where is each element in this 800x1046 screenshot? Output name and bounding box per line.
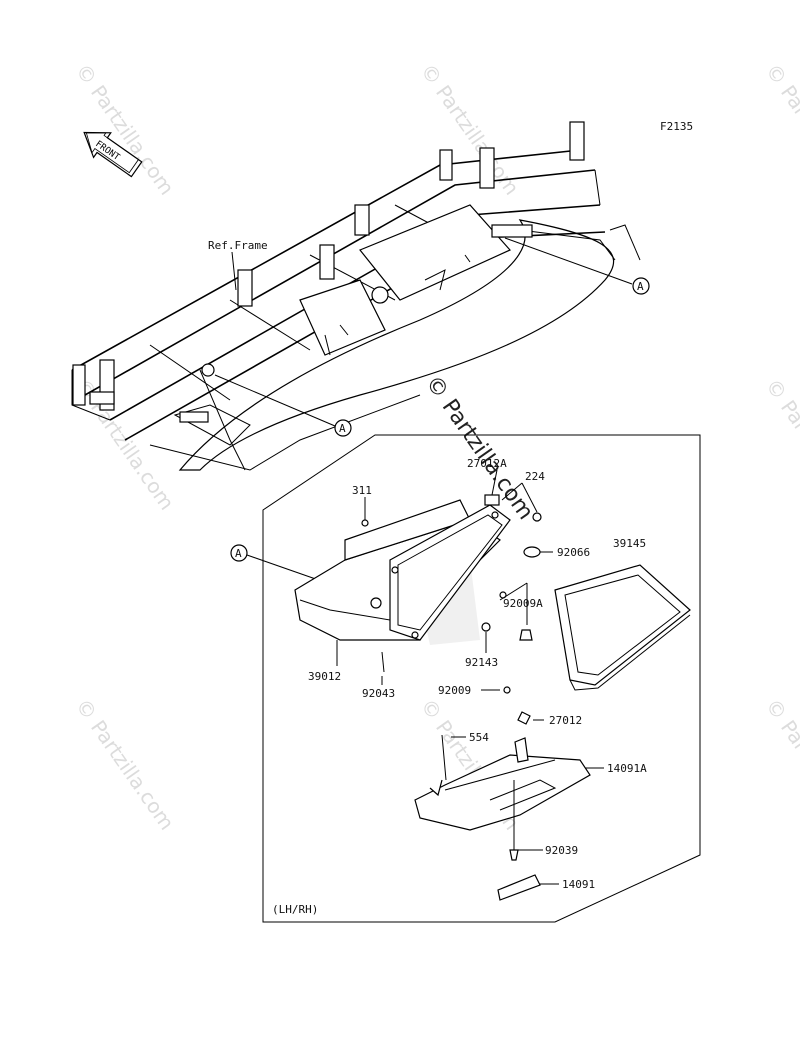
part-number-labels: 27012A 224 311 92066 39145 92009A 92143 … <box>308 457 647 891</box>
reference-marker-a <box>334 419 352 437</box>
washer-drawing <box>481 622 491 632</box>
hinge-drawing <box>484 494 500 506</box>
part-label-39012: 39012 <box>308 670 341 683</box>
part-label-92009a: 92009A <box>503 597 543 610</box>
reference-marker-label: A <box>235 547 242 560</box>
watermark: © Partzilla.com <box>71 59 179 199</box>
part-label-92143: 92143 <box>465 656 498 669</box>
nut-drawing <box>361 519 369 527</box>
ref-frame-label: Ref.Frame <box>208 239 268 252</box>
part-label-311: 311 <box>352 484 372 497</box>
part-label-39145: 39145 <box>613 537 646 550</box>
cap-drawing <box>523 546 541 558</box>
watermark: © Partzilla.com <box>761 59 800 199</box>
watermark: © Partzilla.com <box>416 59 524 199</box>
background-watermarks: © Partzilla.com © Partzilla.com © Partzi… <box>71 59 800 834</box>
handle-drawing <box>497 874 541 901</box>
lid-drawing <box>554 564 691 691</box>
storage-box-drawing <box>294 499 511 645</box>
watermark: © Partzilla.com <box>71 374 179 514</box>
variant-label: (LH/RH) <box>272 903 318 916</box>
part-label-14091: 14091 <box>562 878 595 891</box>
exploded-view-frame <box>262 434 701 923</box>
reference-marker-a <box>230 544 248 562</box>
part-label-27012: 27012 <box>549 714 582 727</box>
reference-marker-label: A <box>637 280 644 293</box>
screw-drawing <box>503 686 511 694</box>
front-arrow-icon: FRONT <box>83 131 143 178</box>
screw-drawing <box>532 512 542 522</box>
diagram-code: F2135 <box>660 120 693 133</box>
rivet-drawing <box>381 651 385 673</box>
bolt-drawing <box>519 629 533 641</box>
watermark: © Partzilla.com <box>71 694 179 834</box>
leader-lines <box>336 469 604 885</box>
part-label-92009: 92009 <box>438 684 471 697</box>
latch-drawing <box>414 711 591 831</box>
part-label-554: 554 <box>469 731 489 744</box>
part-label-92066: 92066 <box>557 546 590 559</box>
reference-marker-label: A <box>339 422 346 435</box>
watermark-main: © Partzilla.com <box>420 371 538 524</box>
frame-drawing <box>71 121 641 471</box>
part-label-92039: 92039 <box>545 844 578 857</box>
part-label-14091a: 14091A <box>607 762 647 775</box>
reference-marker-a <box>632 277 650 295</box>
part-label-27012a: 27012A <box>467 457 507 470</box>
part-label-92043: 92043 <box>362 687 395 700</box>
part-label-224: 224 <box>525 470 545 483</box>
watermark: © Partzilla.com <box>761 694 800 834</box>
watermark: © Partzilla.com <box>761 374 800 514</box>
